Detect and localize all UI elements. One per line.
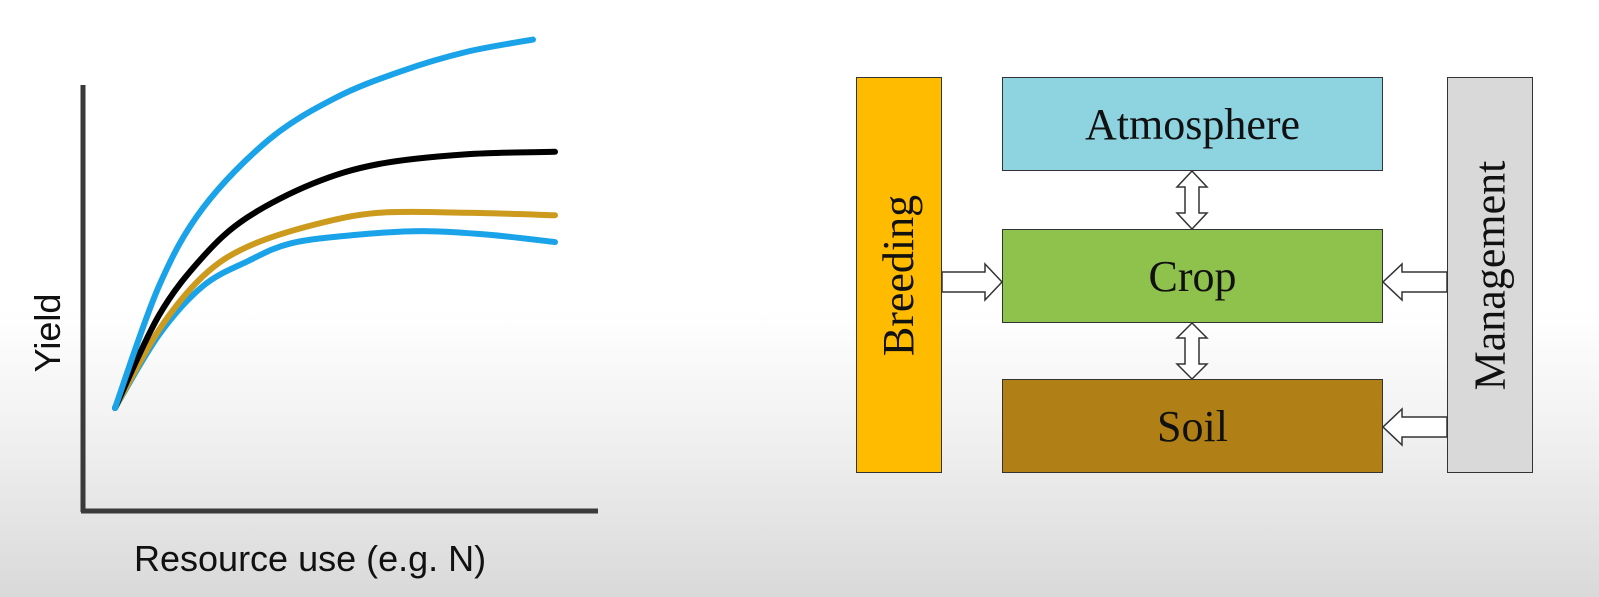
atmosphere-crop-double-arrow [1175,169,1209,231]
soil-label: Soil [1157,401,1228,451]
atmosphere-label: Atmosphere [1084,99,1301,149]
series-layer [112,36,558,411]
series-line-4 [112,36,536,411]
soil-box: Soil [1002,379,1383,473]
crop-soil-double-arrow [1175,321,1209,381]
series-line-1 [112,228,558,411]
x-axis-label: Resource use (e.g. N) [134,538,487,579]
series-line-2 [112,208,558,411]
breeding-to-crop-arrow [941,262,1004,302]
management-to-crop-arrow [1381,262,1448,302]
breeding-box: Breeding [856,77,942,473]
management-to-soil-arrow [1381,407,1448,447]
management-box: Management [1447,77,1533,473]
atmosphere-box: Atmosphere [1002,77,1383,171]
breeding-label: Breeding [874,194,924,356]
series-line-3 [112,148,558,411]
management-label: Management [1465,160,1515,390]
crop-box: Crop [1002,229,1383,323]
yield-response-chart [80,36,598,514]
crop-label: Crop [1148,251,1237,301]
y-axis-label: Yield [27,293,68,373]
